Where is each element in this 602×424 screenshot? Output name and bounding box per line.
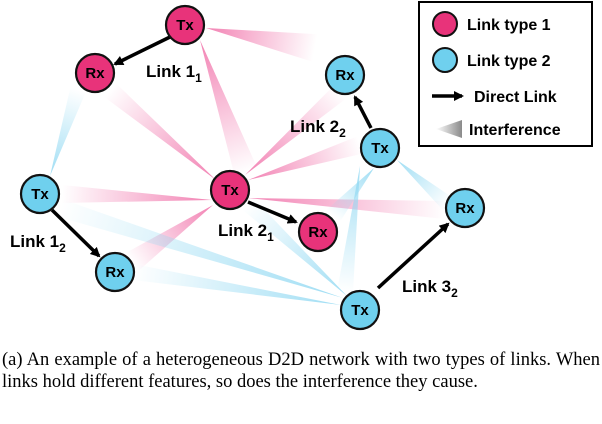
link-label-1-1: Link 11 <box>146 62 202 85</box>
link-type-1-swatch <box>432 11 458 37</box>
link-label-3-2: Link 32 <box>402 277 458 300</box>
interference-wedge <box>200 40 258 176</box>
node-label: Tx <box>31 186 49 203</box>
interference-wedge <box>242 198 347 296</box>
node-label: Rx <box>105 264 125 281</box>
legend-label: Link type 2 <box>467 53 551 70</box>
link-labels: Link 11 Link 21 Link 12 Link 22 Link 32 <box>10 62 458 300</box>
interference-wedge <box>337 166 360 293</box>
interference-wedge <box>206 28 318 62</box>
legend-item-interference: Interference <box>436 120 561 139</box>
node-rx-2-1: Rx <box>297 211 339 253</box>
legend-label: Link type 1 <box>467 17 551 34</box>
interference-wedge-icon <box>436 120 462 138</box>
direct-link-2-2 <box>353 95 373 129</box>
interference-wedge <box>61 185 212 203</box>
node-tx-3-2: Tx <box>339 289 381 331</box>
node-label: Tx <box>371 140 389 157</box>
direct-link-3-2 <box>376 222 450 290</box>
legend-item-link-type-2: Link type 2 <box>432 47 551 73</box>
node-rx-3-2: Rx <box>444 187 486 229</box>
interference-wedge <box>104 83 216 180</box>
interference-wedge <box>57 199 343 298</box>
node-rx-1-1: Rx <box>74 52 116 94</box>
node-label: Tx <box>221 182 239 199</box>
legend-label: Direct Link <box>474 89 557 106</box>
link-type-2-swatch <box>432 47 458 73</box>
direct-link-2-1 <box>247 200 298 224</box>
node-tx-1-1: Tx <box>164 4 206 46</box>
node-tx-2-1: Tx <box>209 169 251 211</box>
interference-wedge <box>131 264 341 305</box>
legend: Link type 1 Link type 2 Direct Link Inte… <box>418 1 593 147</box>
node-label: Tx <box>351 302 369 319</box>
interference-wedge <box>397 160 454 211</box>
figure-caption: (a) An example of a heterogeneous D2D ne… <box>2 350 600 392</box>
direct-link-1-2 <box>50 208 101 258</box>
direct-link-1-1 <box>113 35 171 66</box>
d2d-network-diagram: Tx Rx Tx Rx Tx Rx Tx Rx <box>10 1 593 331</box>
legend-item-direct-link: Direct Link <box>432 89 557 106</box>
interference-wedge <box>245 85 346 175</box>
node-tx-1-2: Tx <box>19 173 61 215</box>
interference-wedge <box>326 168 374 222</box>
node-label: Rx <box>455 200 475 217</box>
direct-links <box>50 35 450 290</box>
interference-layer <box>50 28 454 305</box>
node-rx-2-2: Rx <box>324 54 366 96</box>
link-label-1-2: Link 12 <box>10 232 66 255</box>
node-rx-1-2: Rx <box>94 251 136 293</box>
legend-label: Interference <box>469 122 561 139</box>
nodes-layer: Tx Rx Tx Rx Tx Rx Tx Rx <box>19 4 486 331</box>
node-label: Rx <box>85 65 105 82</box>
link-label-2-2: Link 22 <box>290 117 346 140</box>
node-label: Rx <box>335 67 355 84</box>
node-label: Tx <box>176 17 194 34</box>
legend-item-link-type-1: Link type 1 <box>432 11 551 37</box>
node-label: Rx <box>308 224 328 241</box>
interference-wedge <box>50 87 86 176</box>
link-label-2-1: Link 21 <box>218 221 274 244</box>
interference-wedge <box>248 136 363 180</box>
node-tx-2-2: Tx <box>359 127 401 169</box>
